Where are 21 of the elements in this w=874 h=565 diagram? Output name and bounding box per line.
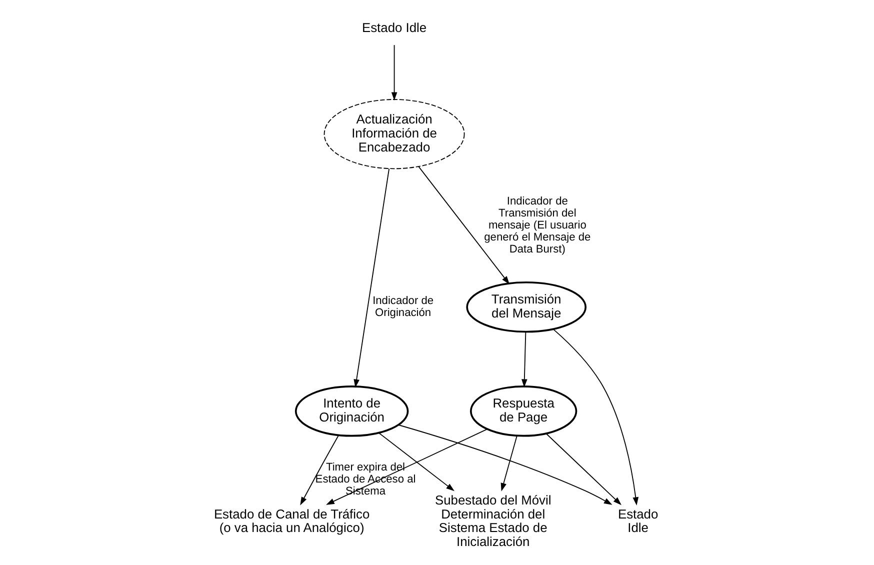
node-text: Estado Idle xyxy=(618,506,658,536)
node-ellipse: Intento de Originación xyxy=(294,386,409,437)
arrow xyxy=(522,332,528,388)
node-text: Subestado del Móvil Determinación del Sistema Estado de Inicialización xyxy=(434,492,552,550)
arrow xyxy=(354,168,390,388)
edge-label: Indicador de Transmisión del mensaje (El usuario generó el Mensaje de Data Burst) xyxy=(484,195,591,256)
arrow xyxy=(398,424,612,505)
arrow xyxy=(418,166,510,284)
arrow xyxy=(552,328,639,506)
arrow xyxy=(546,433,622,506)
node-ellipse: Transmisión del Mensaje xyxy=(466,281,587,333)
node-text: Estado de Canal de Tráfico (o va hacia un Analógico) xyxy=(214,506,370,536)
node-ellipse: Respuesta de Page xyxy=(470,386,578,437)
node-ellipse: Actualización Información de Encabezado xyxy=(324,99,465,170)
arrow xyxy=(300,435,339,506)
arrow xyxy=(326,428,488,505)
arrow xyxy=(378,432,454,492)
arrow xyxy=(391,44,398,101)
node-text: Estado Idle xyxy=(362,20,427,35)
edge-label: Indicador de Originación xyxy=(372,294,434,319)
arrow xyxy=(500,436,518,492)
